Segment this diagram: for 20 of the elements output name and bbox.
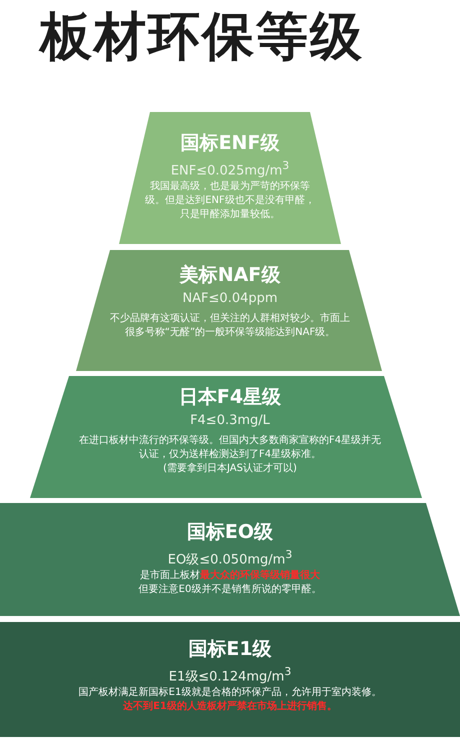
description: 是市面上板材最大众的环保等级销量很大 但要注意E0级并不是销售所说的零甲醛。 [138, 569, 322, 597]
tier-heading: 国标EO级 [186, 520, 274, 545]
limit-value: EO级≤0.050mg/m$^{3}$ [166, 548, 294, 568]
limit-value: F4≤0.3mg/L [189, 413, 271, 428]
description: 不少品牌有这项认证，但关注的人群相对较少。市面上很多号称“无醛”的一般环保等级能达到NAF级。 [109, 312, 351, 340]
warning-note: 达不到E1级的人造板材严禁在市场上进行销售。 [122, 700, 338, 714]
description: (需要拿到日本JAS认证才可以) [162, 462, 298, 476]
description: 在进口板材中流行的环保等级。但国内大多数商家宣称的F4星级并无认证，仅为送样检测达到了F4星级标准。 [78, 434, 382, 462]
pyramid-tier [0, 503, 460, 616]
limit-value: E1级≤0.124mg/m$^{3}$ [168, 665, 292, 686]
pyramid-tier [0, 622, 460, 737]
tier-heading: 美标NAF级 [178, 263, 282, 288]
tier-heading: 国标E1级 [187, 637, 273, 662]
description: 我国最高级，也是最为严苛的环保等级。但是达到ENF级也不是没有甲醛，只是甲醛添加量较低。 [144, 180, 316, 222]
limit-value: ENF≤0.025mg/m$^{3}$ [170, 159, 290, 178]
title: 板材环保等级 [40, 6, 364, 69]
tier-heading: 国标ENF级 [180, 131, 280, 156]
limit-value: NAF≤0.04ppm [181, 291, 279, 306]
description: 国产板材满足新国标E1级就是合格的环保产品，允许用于室内装修。 [78, 686, 382, 700]
tier-heading: 日本F4星级 [178, 385, 282, 410]
